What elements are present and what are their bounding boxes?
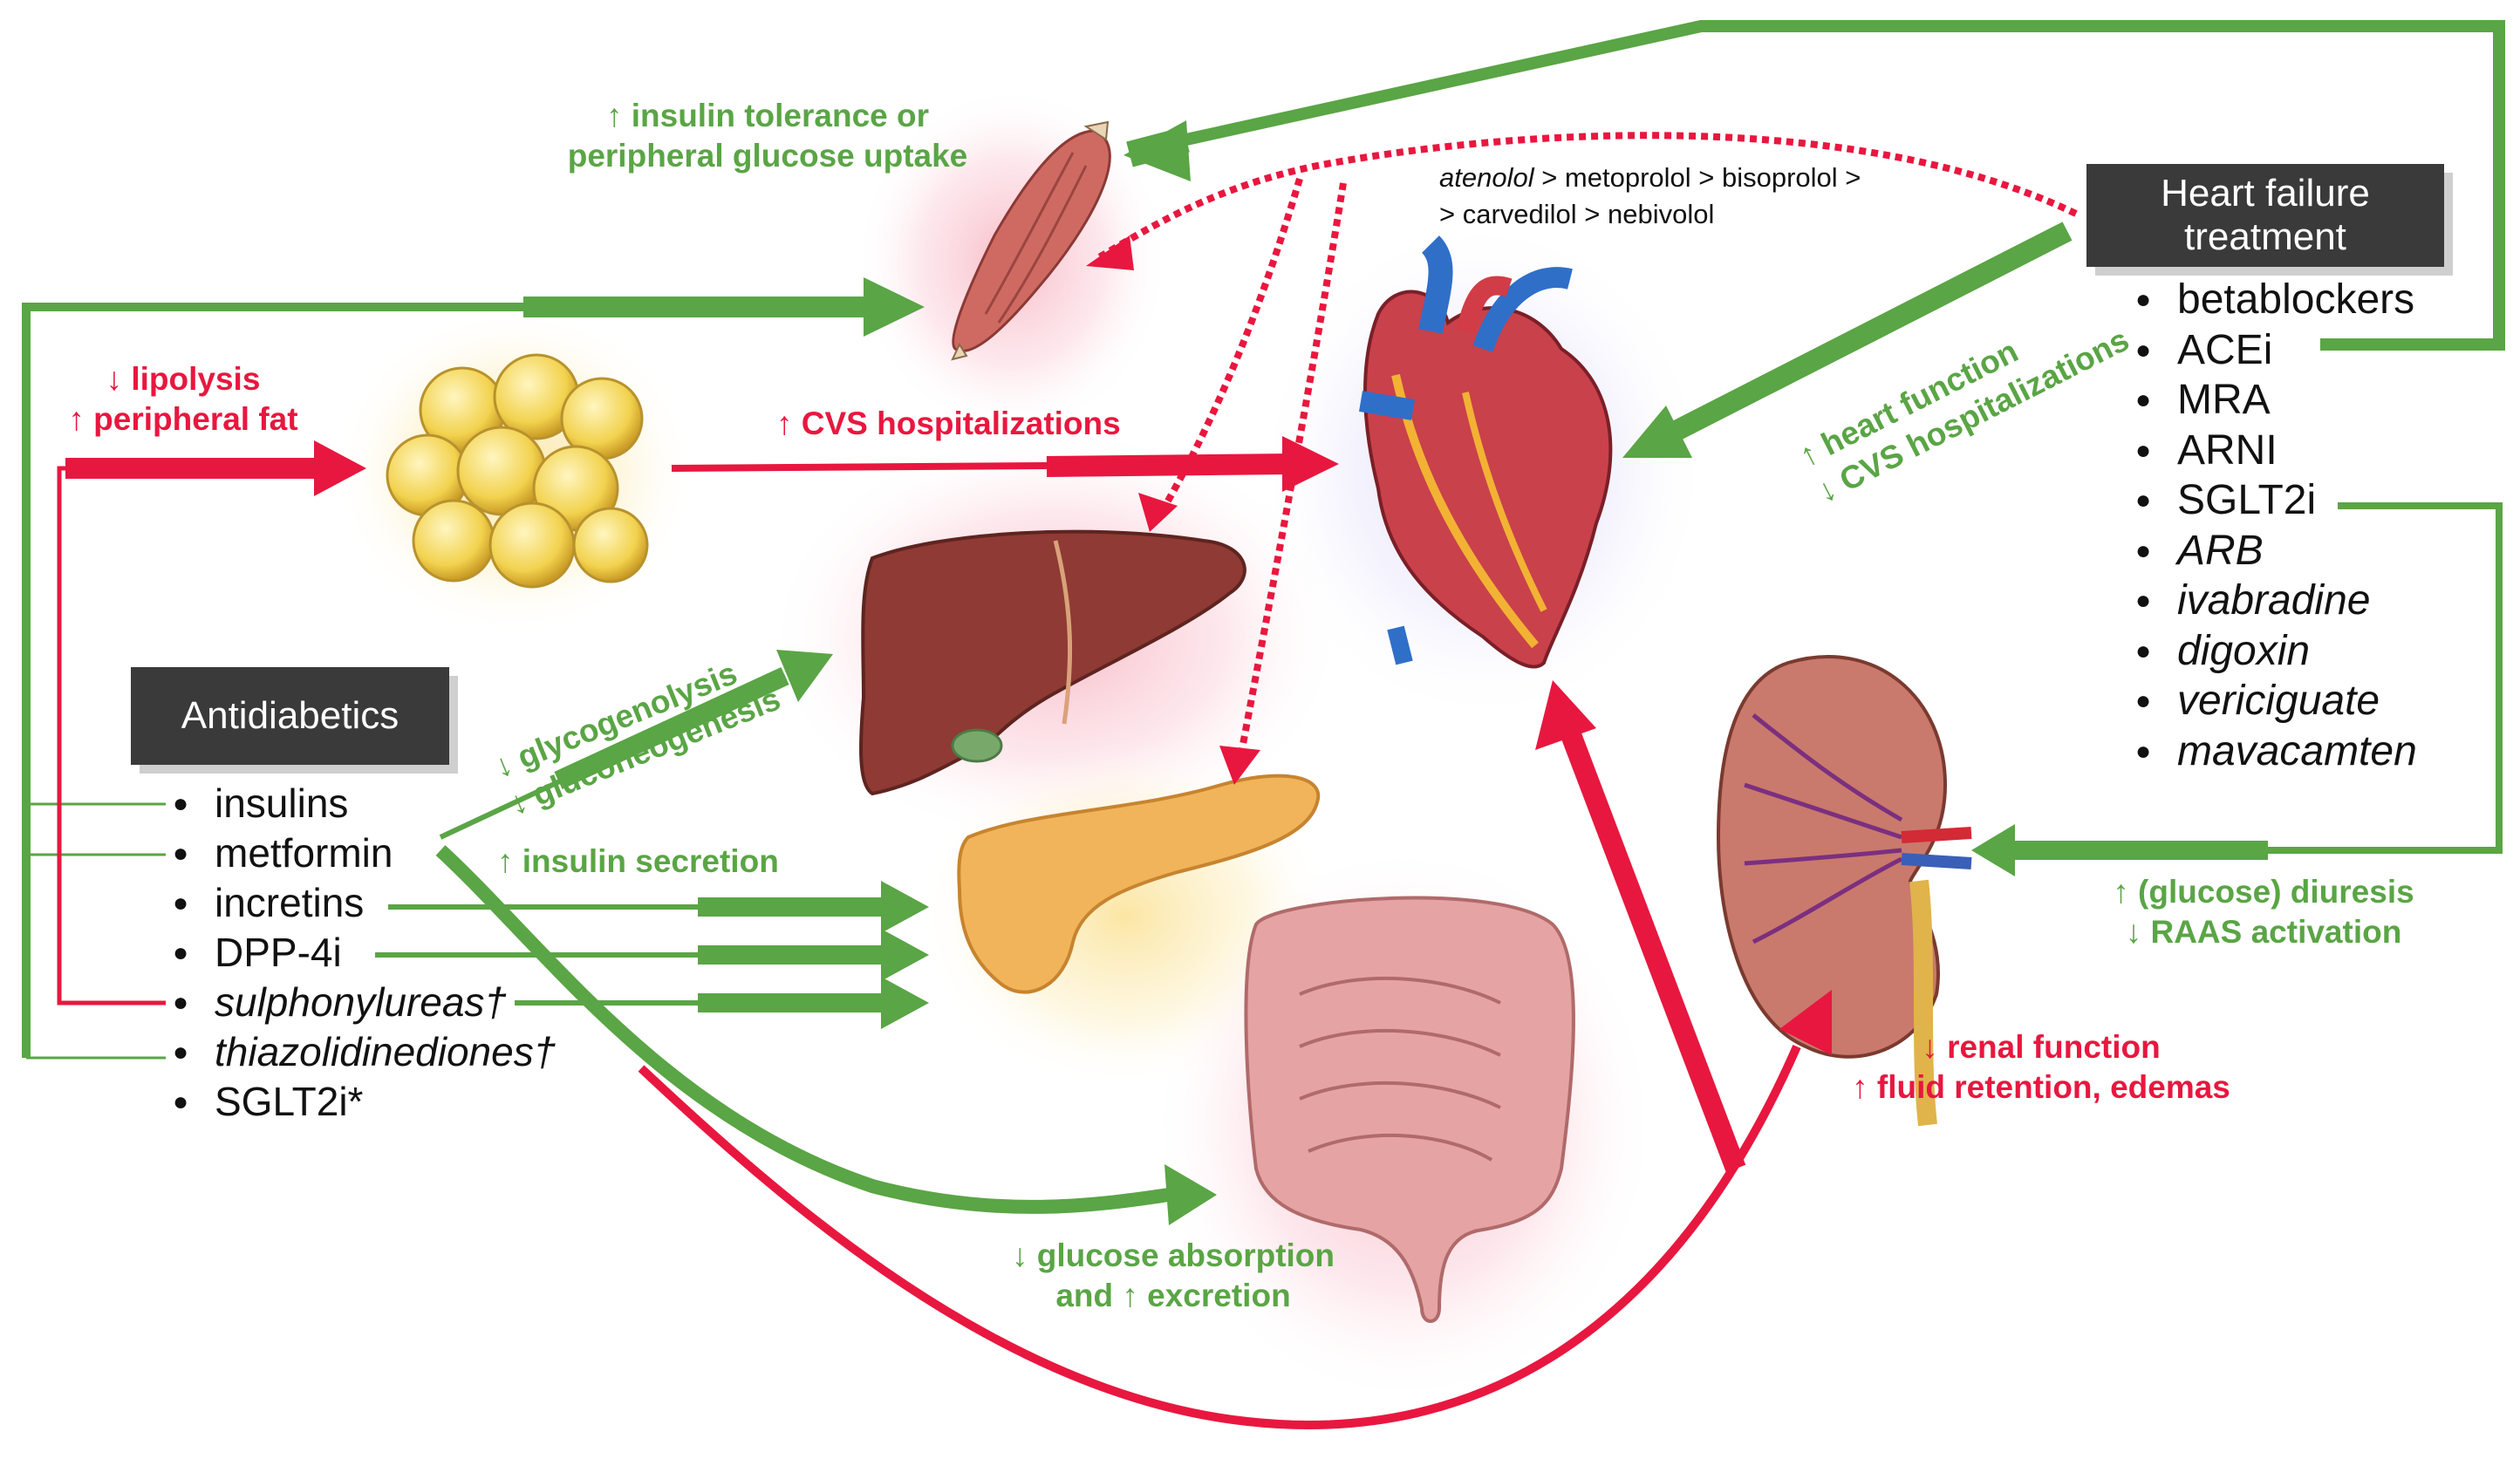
label-renal-function: ↓ renal function ↑ fluid retention, edem…	[1852, 1029, 2230, 1105]
antidiabetic-bracket-red	[57, 458, 323, 1006]
hf-drug-item: vericiguate	[2128, 676, 2417, 726]
label-lipolysis: ↓ lipolysis ↑ peripheral fat	[68, 361, 298, 437]
fat-cells-icon	[386, 353, 649, 589]
liver-icon	[859, 529, 1246, 796]
hf-title-line2: treatment	[2184, 215, 2346, 258]
betablocker-order-line2: > carvedilol > nebivolol	[1439, 199, 1715, 229]
hf-drug-item: ARNI	[2128, 426, 2417, 476]
betablocker-order-line1: atenolol > metoprolol > bisoprolol >	[1439, 162, 1861, 193]
hf-drug-list: betablockers ACEi MRA ARNI SGLT2i ARB iv…	[2128, 275, 2417, 776]
label-diuresis: ↑ (glucose) diuresis ↓ RAAS activation	[2113, 874, 2414, 950]
intestine-icon	[1244, 896, 1575, 1323]
antidiabetic-item: sulphonylureas†	[166, 978, 556, 1027]
hf-treatment-title: Heart failure treatment	[2086, 164, 2444, 267]
antidiabetic-item: thiazolidinediones†	[166, 1027, 556, 1077]
antidiabetic-item: incretins	[166, 878, 556, 928]
hf-drug-item: betablockers	[2128, 275, 2417, 325]
arrowhead-muscle	[1123, 120, 1191, 181]
hf-drug-item: SGLT2i	[2128, 475, 2417, 526]
antidiabetic-item: insulins	[166, 779, 556, 828]
label-insulin-tolerance: ↑ insulin tolerance or peripheral glucos…	[567, 98, 968, 174]
label-glucose-absorption: ↓ glucose absorption and ↑ excretion	[1011, 1237, 1335, 1313]
kidney-icon	[1716, 655, 1972, 1127]
antidiabetic-item: DPP-4i	[166, 928, 556, 978]
hf-drug-item: ARB	[2128, 526, 2417, 576]
hf-drug-item: ACEi	[2128, 325, 2417, 376]
hf-drug-item: ivabradine	[2128, 576, 2417, 626]
hf-drug-item: MRA	[2128, 375, 2417, 426]
pancreas-icon	[957, 774, 1321, 994]
hf-title-line1: Heart failure	[2161, 172, 2370, 215]
antidiabetics-title: Antidiabetics	[131, 667, 449, 765]
label-insulin-secretion: ↑ insulin secretion	[497, 843, 779, 879]
hf-drug-item: digoxin	[2128, 626, 2417, 677]
antidiabetic-item: SGLT2i*	[166, 1077, 556, 1127]
hf-drug-item: mavacamten	[2128, 726, 2417, 777]
label-cvs-hospitalizations: ↑ CVS hospitalizations	[776, 406, 1121, 441]
antidiabetic-drug-list: insulins metformin incretins DPP-4i sulp…	[166, 779, 556, 1127]
heart-icon	[1359, 235, 1613, 669]
antidiabetic-item: metformin	[166, 828, 556, 878]
muscle-icon	[951, 120, 1111, 361]
